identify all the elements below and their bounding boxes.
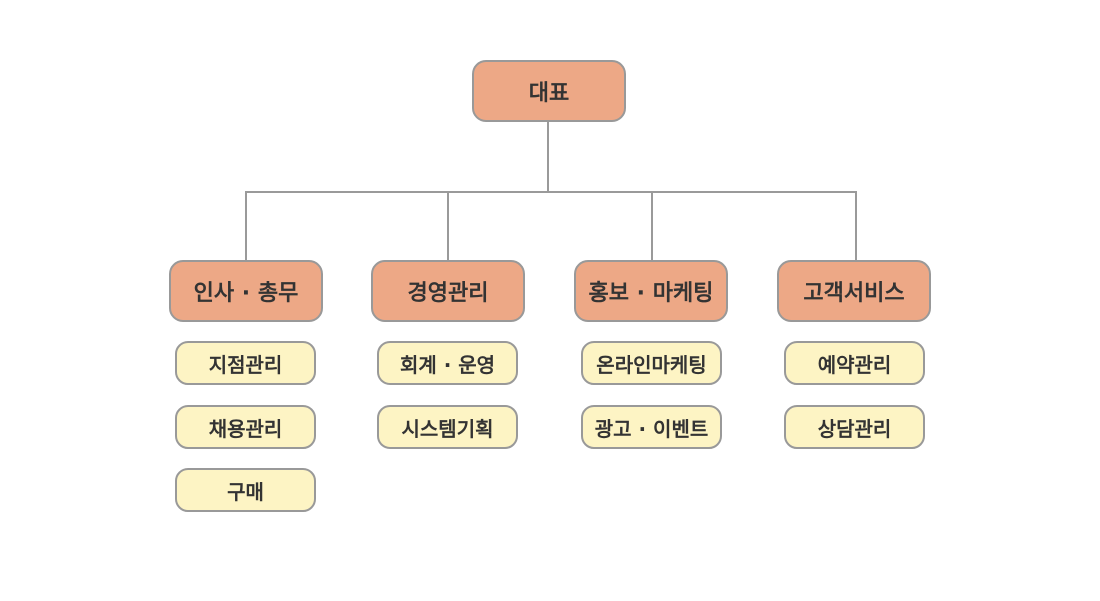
team-system-planning: 시스템기획 bbox=[377, 405, 518, 449]
connector-dept-4 bbox=[855, 191, 857, 260]
team-recruitment: 채용관리 bbox=[175, 405, 316, 449]
team-consultation: 상담관리 bbox=[784, 405, 925, 449]
connector-horizontal bbox=[245, 191, 857, 193]
dept-management: 경영관리 bbox=[371, 260, 525, 322]
dept-pr-marketing: 홍보 · 마케팅 bbox=[574, 260, 728, 322]
connector-dept-1 bbox=[245, 191, 247, 260]
team-reservation: 예약관리 bbox=[784, 341, 925, 385]
team-purchasing: 구매 bbox=[175, 468, 316, 512]
dept-hr-general-affairs: 인사 · 총무 bbox=[169, 260, 323, 322]
dept-customer-service: 고객서비스 bbox=[777, 260, 931, 322]
org-root-ceo: 대표 bbox=[472, 60, 626, 122]
connector-dept-2 bbox=[447, 191, 449, 260]
team-online-marketing: 온라인마케팅 bbox=[581, 341, 722, 385]
connector-dept-3 bbox=[651, 191, 653, 260]
team-branch-management: 지점관리 bbox=[175, 341, 316, 385]
team-ads-events: 광고 · 이벤트 bbox=[581, 405, 722, 449]
team-accounting-operations: 회계 · 운영 bbox=[377, 341, 518, 385]
connector-root-down bbox=[547, 122, 549, 193]
